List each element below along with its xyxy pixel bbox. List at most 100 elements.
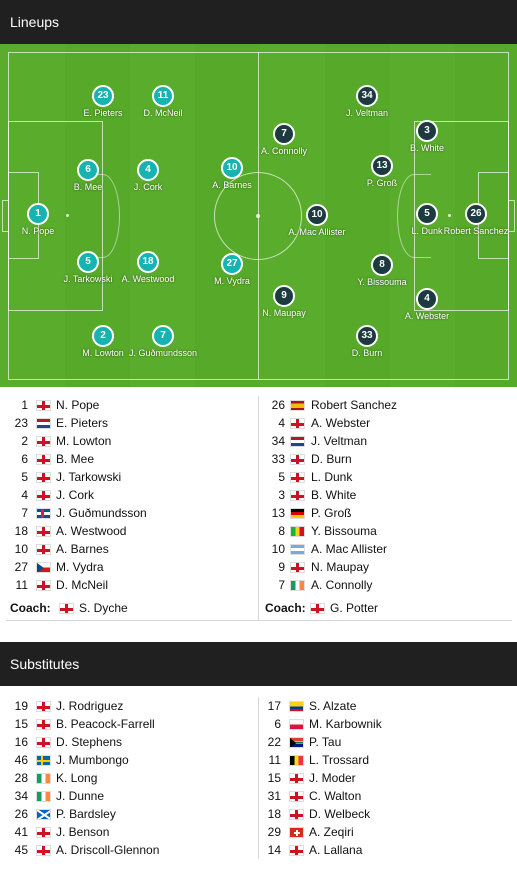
player-name: Robert Sanchez — [311, 398, 398, 412]
shirt-number-badge: 10 — [221, 157, 243, 179]
player-name: A. Webster — [404, 311, 450, 321]
shirt-number: 26 — [271, 398, 285, 412]
shirt-number: 28 — [14, 771, 28, 785]
player-row[interactable]: 26 Robert Sanchez — [259, 396, 512, 414]
player-name: A. Barnes — [56, 542, 109, 556]
shirt-number: 29 — [267, 825, 281, 839]
shirt-number: 4 — [21, 488, 28, 502]
player-name: M. Vydra — [214, 276, 250, 286]
shirt-number: 15 — [267, 771, 281, 785]
shirt-number: 34 — [14, 789, 28, 803]
shirt-number: 10 — [14, 542, 28, 556]
eng-flag-icon — [290, 418, 305, 429]
eng-flag-icon — [36, 580, 51, 591]
shirt-number: 13 — [271, 506, 285, 520]
shirt-number-badge: 10 — [306, 204, 328, 226]
coach-name[interactable]: G. Potter — [330, 601, 379, 615]
player-name: J. Veltman — [311, 434, 368, 448]
player-row[interactable]: 10 A. Barnes — [6, 540, 256, 558]
player-row[interactable]: 4 J. Cork — [6, 486, 256, 504]
player-name: N. Maupay — [262, 308, 306, 318]
shirt-number-badge: 5 — [416, 203, 438, 225]
player-name: D. Burn — [351, 348, 383, 358]
player-name: E. Pieters — [56, 416, 109, 430]
coach-row: Coach:S. Dyche — [6, 596, 256, 620]
shirt-number: 18 — [14, 524, 28, 538]
shirt-number: 7 — [21, 506, 28, 520]
player-name: J. Tarkowski — [56, 470, 122, 484]
shirt-number: 10 — [271, 542, 285, 556]
player-name: J. Tarkowski — [63, 274, 113, 284]
shirt-number-badge: 13 — [371, 155, 393, 177]
shirt-number: 15 — [14, 717, 28, 731]
player-name: A. Westwood — [121, 274, 175, 284]
shirt-number: 45 — [14, 843, 28, 857]
shirt-number: 5 — [278, 470, 285, 484]
eng-flag-icon — [289, 845, 304, 856]
player-name: A. Connolly — [311, 578, 373, 592]
eng-flag-icon — [36, 701, 51, 712]
coach-name[interactable]: S. Dyche — [79, 601, 128, 615]
player-name: D. Burn — [311, 452, 352, 466]
player-name: P. Groß — [366, 178, 398, 188]
player-name: B. Mee — [56, 452, 95, 466]
player-name: J. Mumbongo — [56, 753, 129, 767]
eng-flag-icon — [36, 827, 51, 838]
shirt-number: 17 — [267, 699, 281, 713]
player-name: N. Maupay — [311, 560, 370, 574]
rsa-flag-icon — [289, 737, 304, 748]
shirt-number-badge: 1 — [27, 203, 49, 225]
player-name: B. White — [409, 143, 444, 153]
col-flag-icon — [289, 701, 304, 712]
player-name: M. Lowton — [82, 348, 124, 358]
shirt-number-badge: 7 — [273, 123, 295, 145]
player-name: J. Cork — [56, 488, 95, 502]
shirt-number: 11 — [15, 578, 28, 592]
coach-label: Coach: — [265, 601, 306, 615]
eng-flag-icon — [36, 454, 51, 465]
shirt-number-badge: 18 — [137, 251, 159, 273]
shirt-number-badge: 3 — [416, 120, 438, 142]
